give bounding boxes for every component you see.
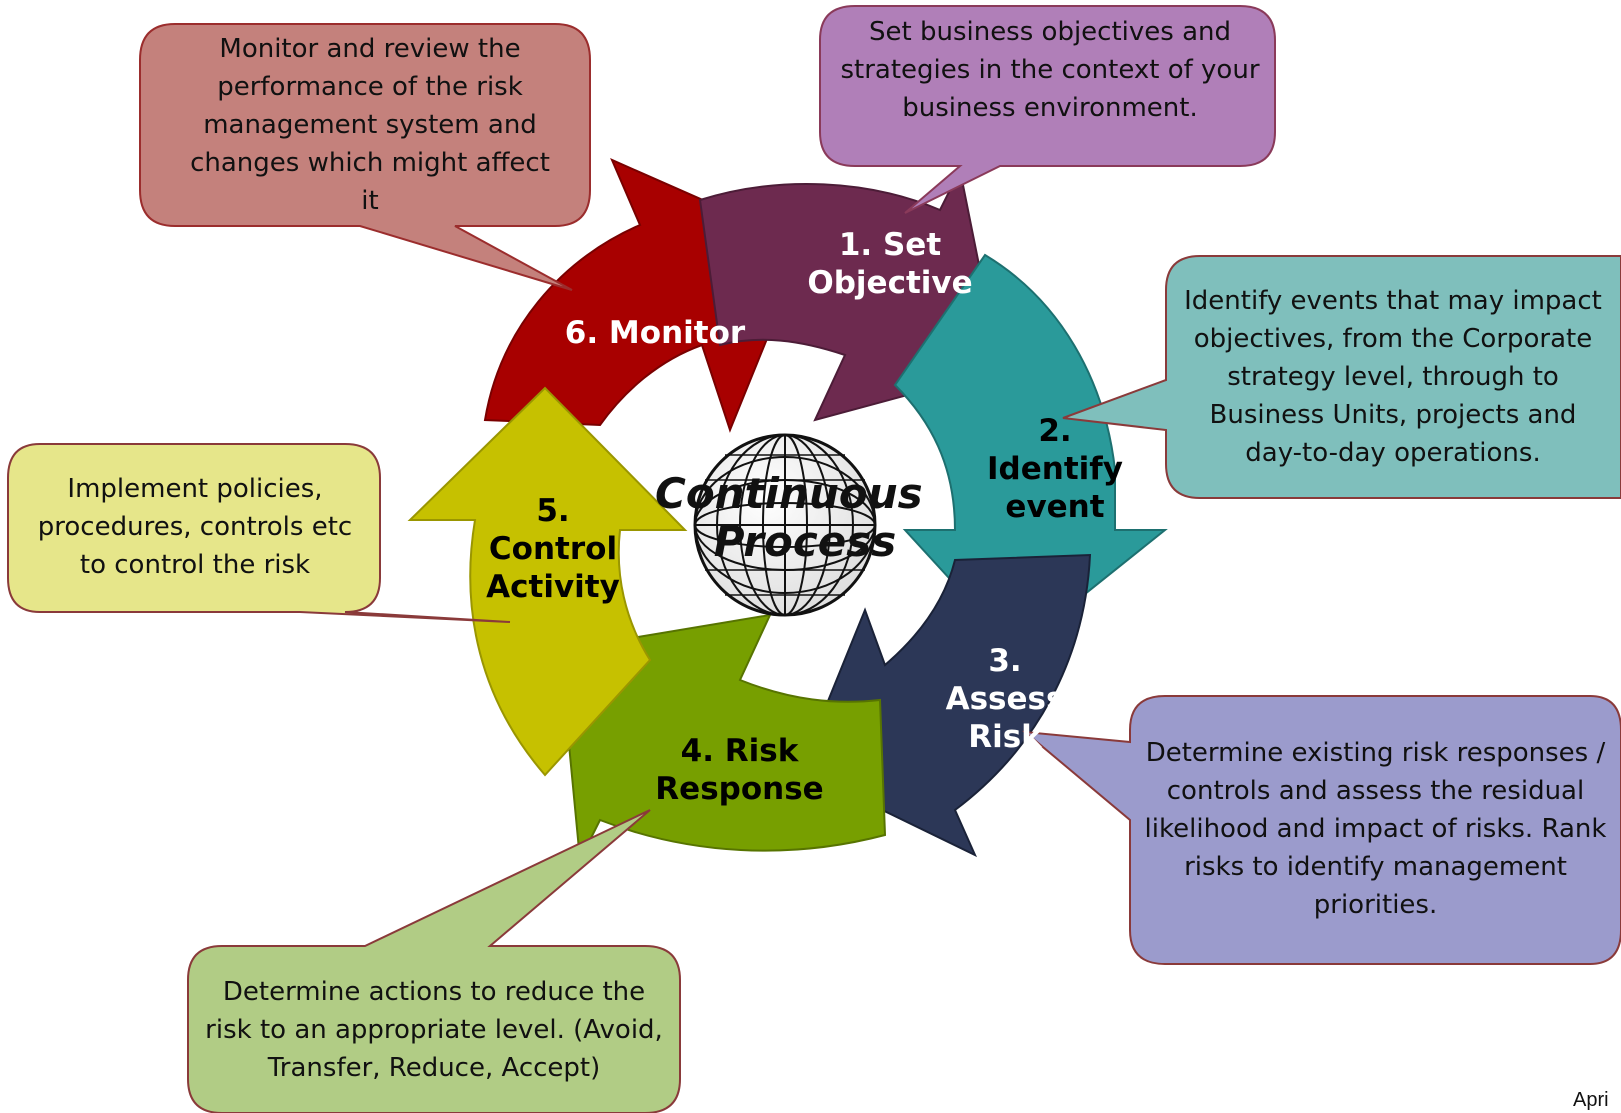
step-name-assess-risk: Assess Risk	[945, 681, 1065, 755]
center-title-line1: Continuous	[655, 469, 923, 518]
control-activity-arrow	[407, 386, 688, 777]
control-activity-callout-text: Implement policies, procedures, controls…	[37, 474, 353, 580]
step-number-risk-response: 4. Risk	[680, 733, 799, 769]
step-number-assess-risk: 3.	[988, 643, 1022, 679]
identify-event-callout-text: Identify events that may impact objectiv…	[1184, 286, 1602, 468]
step-name-identify-event: Identify event	[987, 451, 1123, 525]
step-label-monitor: 6. Monitor	[555, 314, 755, 352]
step-label-risk-response: 4. Risk Response	[652, 732, 827, 808]
step-name-risk-response: Response	[655, 771, 824, 807]
identify-event-arrow	[893, 253, 1168, 652]
center-title-line2: Process	[713, 517, 897, 566]
risk-response-arrow	[558, 613, 887, 864]
step-label-control-activity: 5. Control Activity	[478, 492, 628, 606]
center-title: Continuous Process	[655, 469, 923, 566]
step-number-monitor: 6. Monitor	[564, 315, 746, 351]
step-label-set-objective: 1. Set Objective	[790, 226, 990, 302]
monitor-callout-shape	[139, 23, 591, 291]
step-number-control-activity: 5.	[536, 493, 570, 529]
monitor-callout-text: Monitor and review the performance of th…	[190, 34, 550, 216]
assess-risk-callout-text: Determine existing risk responses / cont…	[1144, 738, 1607, 920]
set-objective-callout-text: Set business objectives and strategies i…	[840, 17, 1260, 123]
step-name-control-activity: Control Activity	[486, 531, 620, 605]
step-label-identify-event: 2. Identify event	[985, 412, 1125, 526]
step-name-set-objective: Objective	[807, 265, 973, 301]
step-number-identify-event: 2.	[1038, 413, 1072, 449]
assess-risk-callout-shape	[1021, 695, 1621, 965]
wireframe-globe-icon	[693, 433, 877, 617]
set-objective-callout-shape	[819, 5, 1276, 214]
control-activity-callout-shape	[7, 443, 511, 623]
risk-response-callout-text: Determine actions to reduce the risk to …	[205, 977, 663, 1083]
footer-date-fragment: Apri	[1573, 1089, 1609, 1111]
step-number-set-objective: 1. Set	[838, 227, 942, 263]
step-label-assess-risk: 3. Assess Risk	[935, 642, 1075, 756]
identify-event-callout-shape	[1062, 255, 1621, 499]
